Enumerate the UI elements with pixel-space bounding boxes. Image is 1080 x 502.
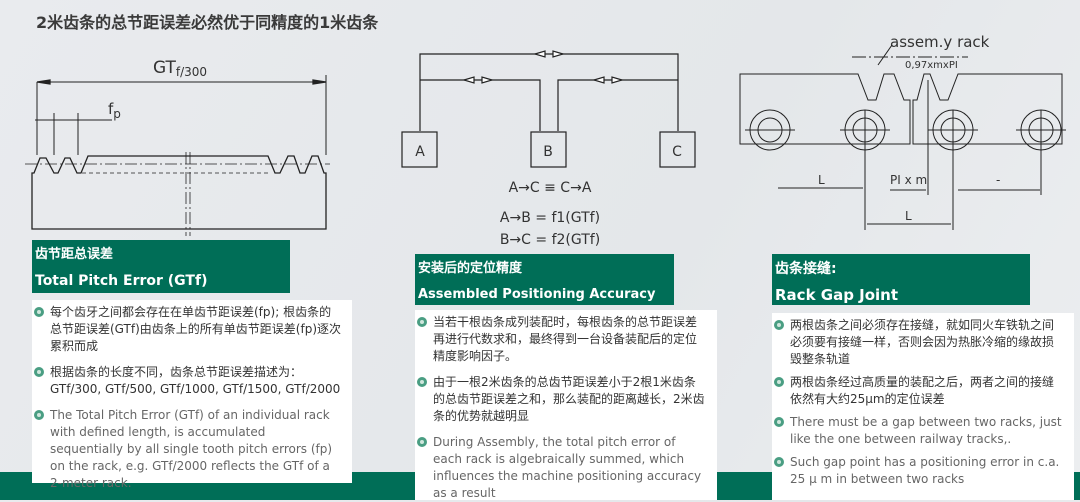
list-item: 两根齿条之间必须存在接缝，就如同火车铁轨之间必须要有接缝一样，否则会因为热胀冷缩… <box>774 317 1064 368</box>
l-left-label: L <box>818 173 825 187</box>
pi-m-label: PI x m <box>890 173 927 187</box>
section-body-rack-gap-joint: 两根齿条之间必须存在接缝，就如同火车铁轨之间必须要有接缝一样，否则会因为热胀冷缩… <box>772 313 1074 500</box>
list-item-text: Such gap point has a positioning error i… <box>790 455 1060 486</box>
section-title-en: Rack Gap Joint <box>775 286 899 304</box>
bullet-icon <box>774 457 784 467</box>
fp-label: fp <box>108 100 121 121</box>
bullet-icon <box>34 367 44 377</box>
bullet-icon <box>774 377 784 387</box>
box-b-label: B <box>543 144 553 160</box>
bullet-icon <box>774 417 784 427</box>
gt-label: GTf/300 <box>153 58 207 79</box>
list-item: Such gap point has a positioning error i… <box>774 454 1064 488</box>
bullet-icon <box>774 320 784 330</box>
section-body-assembled-accuracy: 当若干根齿条成列装配时，每根齿条的总节距误差再进行代数求和，最终得到一台设备装配… <box>415 310 717 500</box>
l-bottom-label: L <box>905 209 912 223</box>
list-item: 由于一根2米齿条的总齿节距误差小于2根1米齿条的总齿节距误差之和，那么装配的距离… <box>417 374 707 425</box>
list-item: During Assembly, the total pitch error o… <box>417 434 707 502</box>
list-item: 当若干根齿条成列装配时，每根齿条的总节距误差再进行代数求和，最终得到一台设备装配… <box>417 314 707 365</box>
box-c-label: C <box>672 144 682 160</box>
bullet-icon <box>417 317 427 327</box>
section-title-cn: 齿条接缝: <box>775 261 837 277</box>
bullet-icon <box>34 307 44 317</box>
section-title-cn: 齿节距总误差 <box>35 247 114 262</box>
page-title: 2米齿条的总节距误差必然优于同精度的1米齿条 <box>36 13 379 32</box>
list-item-text: 两根齿条之间必须存在接缝，就如同火车铁轨之间必须要有接缝一样，否则会因为热胀冷缩… <box>790 318 1055 366</box>
total-pitch-error-diagram: GTf/300 fp <box>25 58 330 236</box>
equation-2: A→B = f1(GTf) <box>500 210 600 226</box>
list-item: There must be a gap between two racks, j… <box>774 414 1064 448</box>
list-item: The Total Pitch Error (GTf) of an indivi… <box>34 407 342 492</box>
section-header-total-pitch-error: 齿节距总误差 Total Pitch Error (GTf) <box>32 240 290 293</box>
list-item-text: 由于一根2米齿条的总齿节距误差小于2根1米齿条的总齿节距误差之和，那么装配的距离… <box>433 375 705 423</box>
list-item-text: 当若干根齿条成列装配时，每根齿条的总节距误差再进行代数求和，最终得到一台设备装配… <box>433 315 698 363</box>
gap-label: 0,97xmxPI <box>905 60 958 71</box>
list-item-text: 两根齿条经过高质量的装配之后，两者之间的接缝依然有大约25μm的定位误差 <box>790 375 1055 406</box>
equation-1: A→C ≡ C→A <box>509 180 592 196</box>
equation-3: B→C = f2(GTf) <box>500 232 600 248</box>
assembly-rack-label: assem.y rack <box>890 33 990 51</box>
list-item-text: There must be a gap between two racks, j… <box>790 415 1062 446</box>
list-item: 根据齿条的长度不同，齿条总节距误差描述为：GTf/300, GTf/500, G… <box>34 364 342 398</box>
list-item-text: The Total Pitch Error (GTf) of an indivi… <box>50 408 333 490</box>
bullet-icon <box>417 437 427 447</box>
l-right-label: - <box>996 173 1000 187</box>
section-header-rack-gap-joint: 齿条接缝: Rack Gap Joint <box>772 254 1030 305</box>
bullet-icon <box>417 377 427 387</box>
section-title-en: Assembled Positioning Accuracy <box>418 287 656 302</box>
section-title-cn: 安装后的定位精度 <box>418 261 523 276</box>
list-item-text: 每个齿牙之间都会存在在单齿节距误差(fp); 根齿条的总节距误差(GTf)由齿条… <box>50 305 341 353</box>
assembly-positioning-diagram: A B C A→C ≡ C→A A→B = f1(GTf) B→C = f2(G… <box>401 50 696 248</box>
box-a-label: A <box>415 144 425 160</box>
rack-gap-joint-diagram: assem.y rack 0,97xmxPI L PI x m - L <box>739 33 1066 230</box>
list-item: 两根齿条经过高质量的装配之后，两者之间的接缝依然有大约25μm的定位误差 <box>774 374 1064 408</box>
section-title-en: Total Pitch Error (GTf) <box>35 273 208 289</box>
list-item-text: 根据齿条的长度不同，齿条总节距误差描述为：GTf/300, GTf/500, G… <box>50 365 341 396</box>
list-item: 每个齿牙之间都会存在在单齿节距误差(fp); 根齿条的总节距误差(GTf)由齿条… <box>34 304 342 355</box>
bullet-icon <box>34 410 44 420</box>
list-item-text: During Assembly, the total pitch error o… <box>433 435 702 500</box>
section-body-total-pitch-error: 每个齿牙之间都会存在在单齿节距误差(fp); 根齿条的总节距误差(GTf)由齿条… <box>32 300 352 490</box>
section-header-assembled-accuracy: 安装后的定位精度 Assembled Positioning Accuracy <box>415 254 674 305</box>
